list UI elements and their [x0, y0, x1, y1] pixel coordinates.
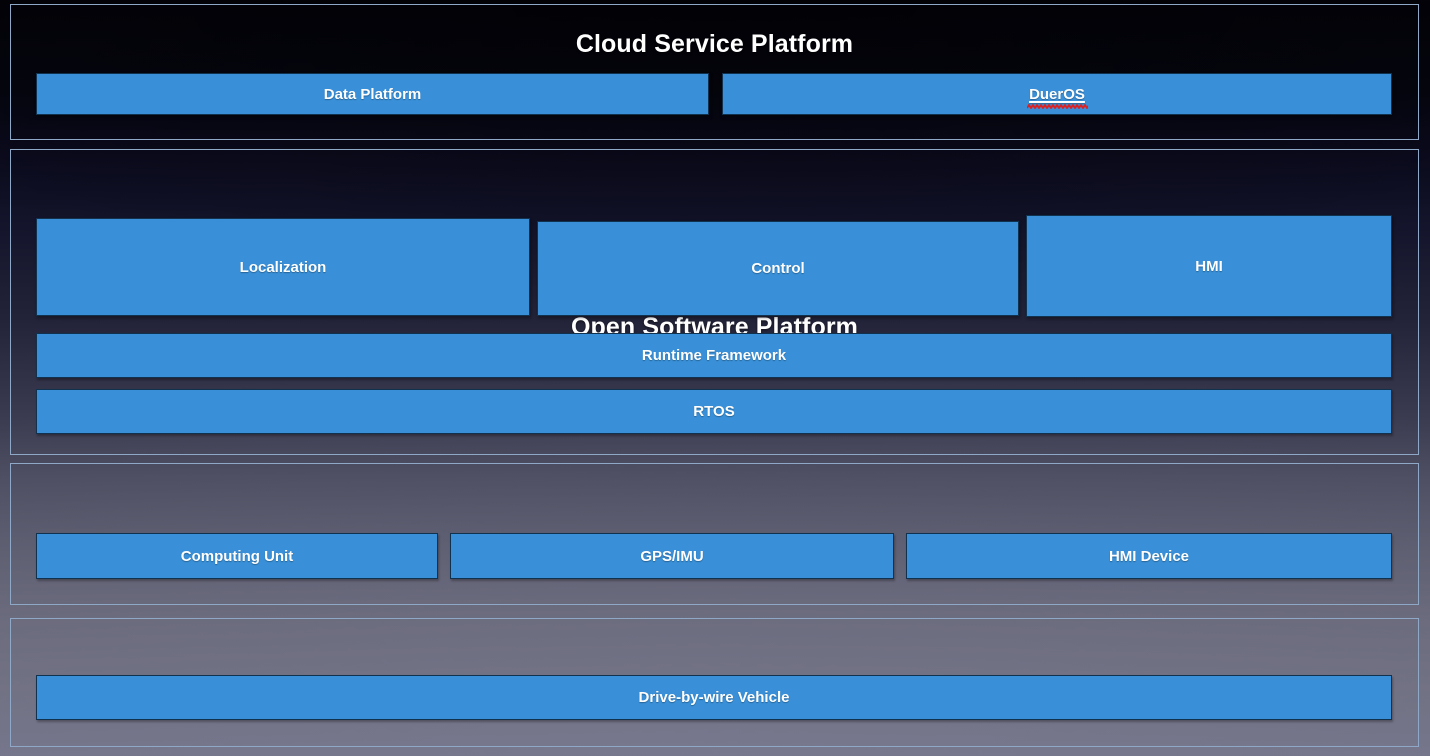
box-runtime-framework[interactable]: Runtime Framework	[36, 333, 1392, 378]
box-label-dueros: DuerOS	[1029, 85, 1085, 103]
box-label-gps-imu: GPS/IMU	[640, 547, 704, 565]
box-hmi-device[interactable]: HMI Device	[906, 533, 1392, 579]
box-label-localization: Localization	[239, 258, 327, 276]
box-label-data-platform: Data Platform	[323, 85, 422, 103]
box-dueros[interactable]: DuerOS	[722, 73, 1392, 115]
box-label-drive-by-wire-vehicle: Drive-by-wire Vehicle	[638, 689, 790, 706]
box-label-rtos: RTOS	[693, 403, 735, 420]
box-label-control: Control	[751, 260, 805, 277]
box-label-computing-unit: Computing Unit	[180, 547, 294, 565]
box-data-platform[interactable]: Data Platform	[36, 73, 709, 115]
box-gps-imu[interactable]: GPS/IMU	[450, 533, 894, 579]
box-computing-unit[interactable]: Computing Unit	[36, 533, 438, 579]
box-label-hmi-device: HMI Device	[1108, 547, 1190, 565]
box-control[interactable]: Control	[537, 221, 1019, 316]
box-drive-by-wire-vehicle[interactable]: Drive-by-wire Vehicle	[36, 675, 1392, 720]
panel-reference-hardware-platform: Reference Hardware Platform	[10, 463, 1419, 605]
panel-cloud-service-platform: Cloud Service Platform	[10, 4, 1419, 140]
box-localization[interactable]: Localization	[36, 218, 530, 316]
box-rtos[interactable]: RTOS	[36, 389, 1392, 434]
box-hmi[interactable]: HMI	[1026, 215, 1392, 317]
spellcheck-squiggle-icon	[1027, 103, 1088, 109]
box-label-runtime-framework: Runtime Framework	[641, 347, 787, 364]
box-label-hmi: HMI	[1195, 257, 1223, 275]
panel-reference-vehicle-platform: Reference Vehicle Platform	[10, 618, 1419, 747]
panel-title-cloud-service-platform: Cloud Service Platform	[575, 30, 854, 58]
